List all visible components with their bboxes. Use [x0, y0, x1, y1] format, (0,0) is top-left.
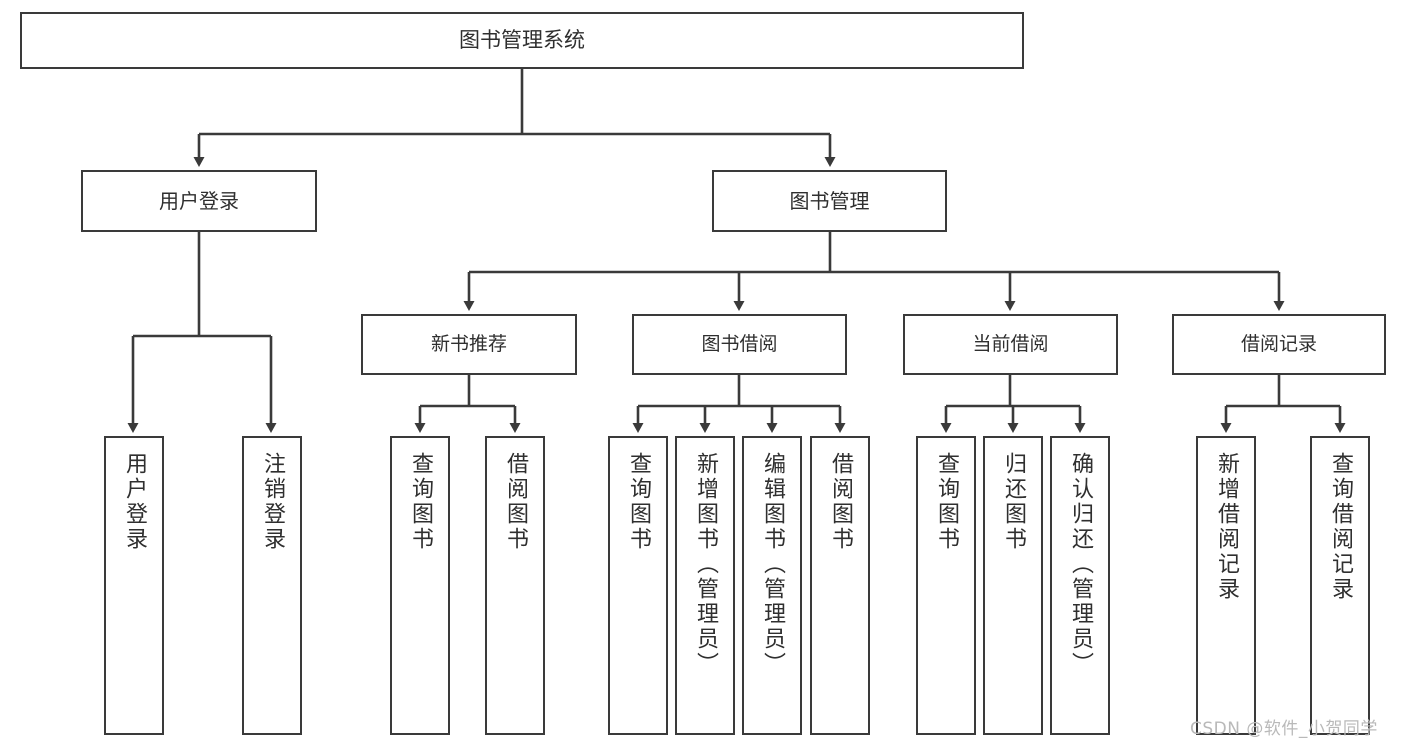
node-label: 新增图书（管理员）: [693, 452, 718, 677]
node-label: 图书借阅: [701, 332, 778, 355]
leaf-borrow-edit-book-admin[interactable]: 编辑图书（管理员）: [742, 436, 802, 735]
leaf-current-return-book[interactable]: 归还图书: [983, 436, 1043, 735]
node-label: 查询图书: [626, 452, 651, 552]
leaf-current-confirm-return-admin[interactable]: 确认归还（管理员）: [1050, 436, 1110, 735]
node-user-login[interactable]: 用户登录: [81, 170, 317, 232]
leaf-recommend-query-book[interactable]: 查询图书: [390, 436, 450, 735]
node-borrow-record[interactable]: 借阅记录: [1172, 314, 1386, 375]
node-label: 图书管理: [789, 188, 870, 213]
node-label: 借阅图书: [828, 452, 853, 552]
leaf-logout[interactable]: 注销登录: [242, 436, 302, 735]
node-label: 编辑图书（管理员）: [760, 452, 785, 677]
node-label: 新增借阅记录: [1214, 452, 1239, 602]
node-current-borrow[interactable]: 当前借阅: [903, 314, 1118, 375]
node-label: 用户登录: [159, 188, 239, 213]
leaf-record-query-borrow-record[interactable]: 查询借阅记录: [1310, 436, 1370, 735]
node-label: 图书管理系统: [459, 27, 585, 52]
node-label: 注销登录: [260, 452, 285, 552]
leaf-borrow-query-book[interactable]: 查询图书: [608, 436, 668, 735]
node-label: 用户登录: [122, 452, 147, 552]
leaf-record-add-borrow-record[interactable]: 新增借阅记录: [1196, 436, 1256, 735]
node-label: 当前借阅: [972, 332, 1049, 355]
node-book-management[interactable]: 图书管理: [712, 170, 947, 232]
node-new-book-recommend[interactable]: 新书推荐: [361, 314, 577, 375]
leaf-recommend-borrow-book[interactable]: 借阅图书: [485, 436, 545, 735]
node-label: 归还图书: [1001, 452, 1026, 552]
leaf-current-query-book[interactable]: 查询图书: [916, 436, 976, 735]
node-label: 查询借阅记录: [1328, 452, 1353, 602]
node-label: 确认归还（管理员）: [1068, 452, 1093, 677]
node-book-borrow[interactable]: 图书借阅: [632, 314, 847, 375]
node-label: 查询图书: [408, 452, 433, 552]
node-label: 新书推荐: [430, 332, 507, 355]
node-label: 借阅图书: [503, 452, 528, 552]
watermark: CSDN @软件_小贺同学: [1190, 719, 1378, 739]
leaf-borrow-borrow-book[interactable]: 借阅图书: [810, 436, 870, 735]
node-label: 查询图书: [934, 452, 959, 552]
leaf-user-login[interactable]: 用户登录: [104, 436, 164, 735]
node-root-system[interactable]: 图书管理系统: [20, 12, 1024, 69]
leaf-borrow-add-book-admin[interactable]: 新增图书（管理员）: [675, 436, 735, 735]
node-label: 借阅记录: [1240, 332, 1317, 355]
